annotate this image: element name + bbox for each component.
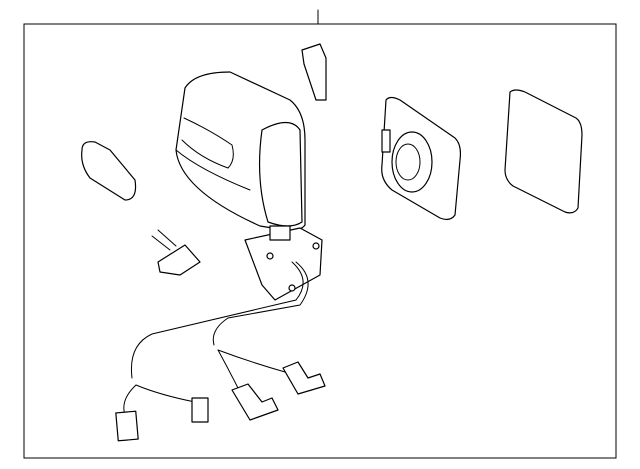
mirror-cap[interactable]	[301, 43, 327, 101]
mirror-connector[interactable]	[151, 229, 201, 276]
mirror-glass-with-motor[interactable]	[381, 96, 462, 221]
cover-trim[interactable]	[81, 141, 137, 201]
mirror-base[interactable]	[244, 225, 323, 301]
diagram-frame	[23, 23, 617, 459]
mirror-glass[interactable]	[504, 89, 583, 214]
mirror-housing[interactable]	[175, 71, 306, 232]
wiring-harness[interactable]	[115, 261, 326, 442]
